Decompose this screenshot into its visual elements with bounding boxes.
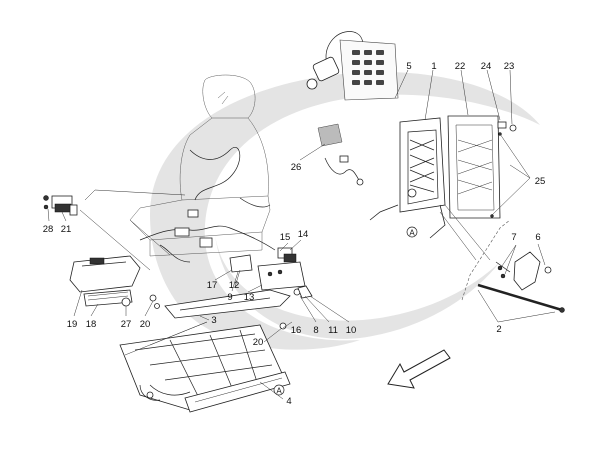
callout-8: 8	[313, 325, 318, 336]
reference-markers: A A	[273, 226, 418, 396]
callout-20-lower: 20	[253, 337, 264, 348]
callout-21: 21	[61, 224, 72, 235]
callout-23: 23	[504, 61, 515, 72]
seat-cushion-frame	[119, 324, 291, 413]
torsion-bar	[477, 283, 565, 313]
background-swoosh	[150, 71, 540, 350]
callout-24: 24	[481, 61, 492, 72]
callout-20-upper: 20	[140, 319, 151, 330]
callout-27: 27	[121, 319, 132, 330]
switch-housing	[69, 255, 141, 307]
sensor-part-26	[317, 123, 364, 186]
callout-19: 19	[67, 319, 78, 330]
backrest-rear-panel	[447, 115, 501, 219]
callout-28: 28	[43, 224, 54, 235]
callout-22: 22	[455, 61, 466, 72]
callout-3: 3	[211, 315, 216, 326]
callout-13: 13	[244, 292, 255, 303]
marker-a2: A	[276, 387, 282, 396]
callout-5: 5	[406, 61, 411, 72]
callout-16: 16	[291, 325, 302, 336]
callout-4: 4	[286, 396, 291, 407]
callout-15: 15	[280, 232, 291, 243]
callout-17: 17	[207, 280, 218, 291]
callout-18: 18	[86, 319, 97, 330]
seat-outline	[129, 74, 271, 257]
dashed-guide-lines	[79, 189, 511, 301]
callout-9: 9	[227, 292, 232, 303]
callout-26: 26	[291, 162, 302, 173]
callout-12: 12	[229, 280, 240, 291]
callout-7: 7	[511, 232, 516, 243]
switch-blocks-left	[43, 195, 78, 216]
bushings	[121, 294, 287, 330]
callout-6: 6	[535, 232, 540, 243]
callout-1: 1	[431, 61, 436, 72]
callout-labels: 5 1 22 24 23 25 26 7 6 2 28 21 15 14 17 …	[43, 61, 546, 407]
callout-25: 25	[535, 176, 546, 187]
callout-14: 14	[298, 229, 309, 240]
seat-wiring-harness	[139, 147, 276, 263]
backrest-frame	[369, 117, 446, 239]
control-modules	[229, 247, 313, 299]
lumbar-motor-assembly	[306, 31, 399, 101]
callout-11: 11	[328, 325, 338, 336]
leader-lines	[47, 69, 556, 400]
callout-10: 10	[346, 325, 357, 336]
side-bracket	[164, 289, 291, 319]
marker-a1: A	[409, 229, 415, 238]
recliner-mechanism	[495, 251, 552, 291]
direction-arrow	[387, 349, 451, 389]
callout-2: 2	[496, 324, 501, 335]
